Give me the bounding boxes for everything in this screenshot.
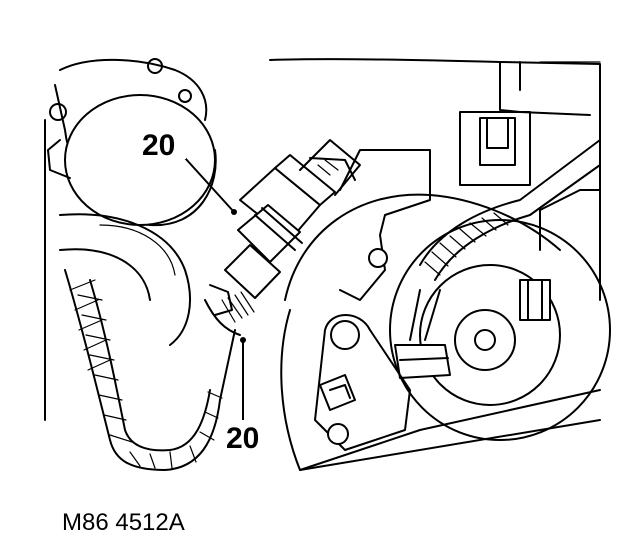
figure-id: M86 4512A — [62, 509, 185, 536]
hose-pipe — [394, 139, 601, 379]
sensor-assembly — [299, 314, 601, 471]
pulley-assembly — [280, 189, 611, 471]
mounting-bracket — [339, 111, 531, 301]
callout-label-top: 20 — [142, 129, 175, 162]
wiring-harness-sleeve — [64, 269, 236, 471]
callout-label-bottom: 20 — [226, 422, 259, 455]
motor-housing — [44, 58, 217, 421]
leader-lines — [184, 157, 246, 421]
connector-assembly — [204, 139, 361, 336]
engine-bay-drawing — [44, 58, 611, 471]
